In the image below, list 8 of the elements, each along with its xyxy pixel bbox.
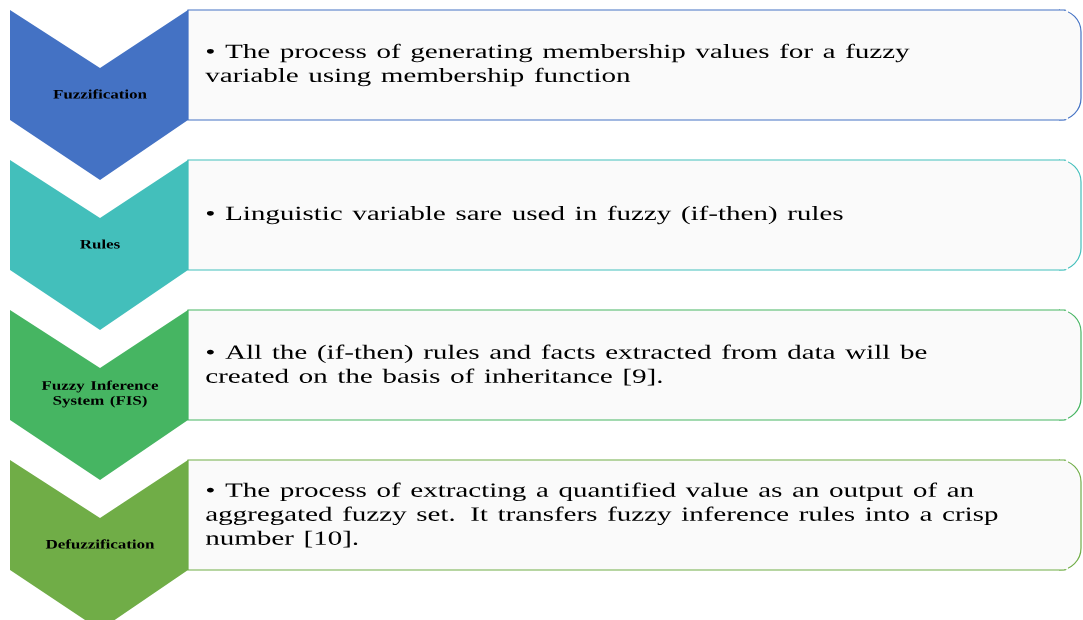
step-banner: Fuzzification xyxy=(10,10,188,180)
description-box: • All the (if-then) rules and facts extracted from data will be created on the basis of inheritance [9]. xyxy=(187,309,1082,421)
step-banner: Fuzzy Inference System (FIS) xyxy=(10,310,188,480)
description-box: • Linguistic variable sare used in fuzzy (if-then) rules xyxy=(187,159,1082,271)
description-box: • The process of generating membership values for a fuzzy variable using membership function xyxy=(187,9,1082,121)
description-box: • The process of extracting a quantified value as an output of an aggregated fuzzy set. It transfers fuzzy inference rules into a crisp number [10]. xyxy=(187,459,1082,571)
step-banner: Rules xyxy=(10,160,188,330)
step-banner: Defuzzification xyxy=(10,460,188,620)
